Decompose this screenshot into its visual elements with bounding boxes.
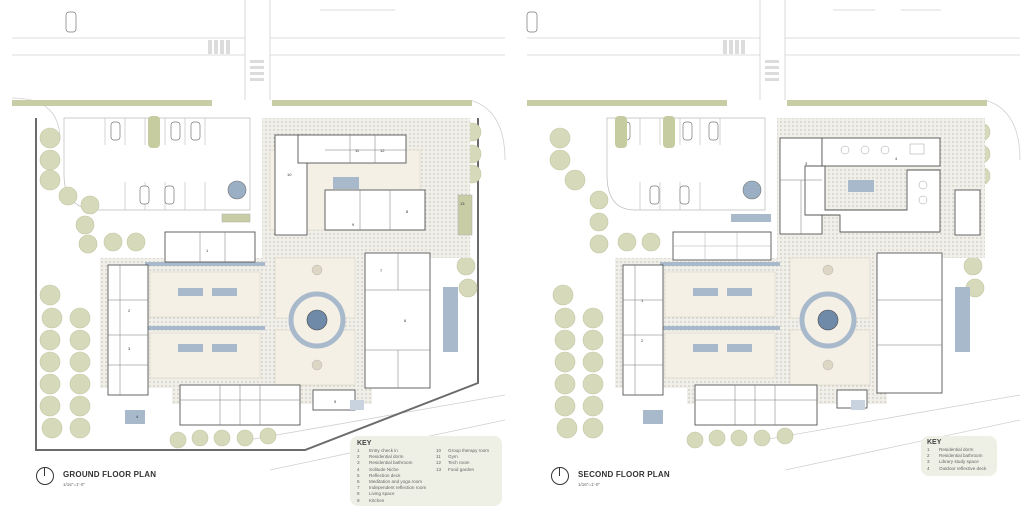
- water-features: [643, 180, 970, 424]
- interior-walls: [623, 179, 942, 425]
- room-label: 12: [380, 148, 385, 153]
- room-label: 2: [641, 338, 644, 343]
- green-strips: [527, 100, 987, 106]
- north-arrow-icon: [551, 467, 569, 485]
- room-label: 8: [406, 209, 409, 214]
- fountain: [742, 180, 762, 200]
- plan-title: GROUND FLOOR PLAN: [63, 470, 157, 479]
- reflection-deck: [851, 400, 865, 410]
- crosswalk: [208, 40, 264, 81]
- parking-stalls: [639, 118, 721, 210]
- central-pool: [817, 309, 839, 331]
- patio-tables: [311, 264, 323, 371]
- water-features: [125, 177, 458, 424]
- trees: [549, 122, 991, 449]
- car: [526, 11, 538, 33]
- food-garden: [221, 194, 473, 236]
- room-label: 9: [352, 222, 355, 227]
- parking-trees: [615, 116, 675, 148]
- green-strips: [12, 100, 472, 106]
- room-label: 3: [805, 161, 808, 166]
- site-boundary: [35, 118, 479, 451]
- parking-trees: [148, 116, 160, 148]
- street-lines: [527, 0, 1021, 471]
- legend-title: KEY: [927, 439, 942, 446]
- room-labels: 1 2 3 4 5 6 7 8 9 10 11 12 13: [128, 148, 465, 419]
- ground-floor-drawing: 1 2 3 4 5 6 7 8 9 10 11 12 13: [11, 0, 506, 471]
- parking-stalls: [104, 118, 206, 210]
- north-arrow-icon: [36, 467, 54, 485]
- interior-walls: [108, 135, 430, 425]
- plan-title: SECOND FLOOR PLAN: [578, 470, 670, 479]
- car: [65, 11, 77, 33]
- parking-lot: [606, 117, 766, 211]
- plan-scale: 1/16"=1'-0": [578, 482, 600, 487]
- room-label: 2: [128, 308, 131, 313]
- room-label: 10: [287, 172, 292, 177]
- library-shelving: [673, 232, 771, 260]
- room-label: 4: [895, 156, 898, 161]
- plan-scale: 1/16"=1'-0": [63, 482, 85, 487]
- crosswalk: [723, 40, 779, 81]
- room-label: 6: [404, 318, 407, 323]
- second-floor-drawing: 1 2 3 4: [526, 0, 1021, 471]
- room-label: 1: [641, 298, 644, 303]
- room-label: 4: [136, 414, 139, 419]
- fountain: [227, 180, 247, 200]
- buildings: [622, 137, 981, 426]
- parking-lot: [63, 117, 251, 211]
- reflection-deck: [350, 400, 364, 410]
- parked-cars: [110, 121, 201, 205]
- room-labels: 1 2 3 4: [641, 156, 898, 343]
- central-pool: [306, 309, 328, 331]
- room-label: 11: [355, 148, 360, 153]
- room-label: 3: [128, 346, 131, 351]
- room-label: 5: [334, 399, 337, 404]
- ground-floor-plan: 1 2 3 4 5 6 7 8 9 10 11 12 13 GROUND FLO…: [11, 0, 506, 506]
- room-label: 13: [460, 201, 465, 206]
- parked-cars: [620, 121, 719, 205]
- deck-seating: [840, 143, 928, 205]
- room-label: 7: [380, 268, 383, 273]
- patio-tables: [822, 264, 834, 371]
- courtyards: [664, 257, 871, 386]
- legend-title: KEY: [357, 440, 372, 447]
- street-lines: [11, 0, 506, 471]
- buildings: [107, 134, 431, 426]
- second-floor-plan: 1 2 3 4 SECOND FLOOR PLAN 1/16"=1'-0" KE…: [515, 0, 1030, 515]
- room-label: 1: [206, 248, 209, 253]
